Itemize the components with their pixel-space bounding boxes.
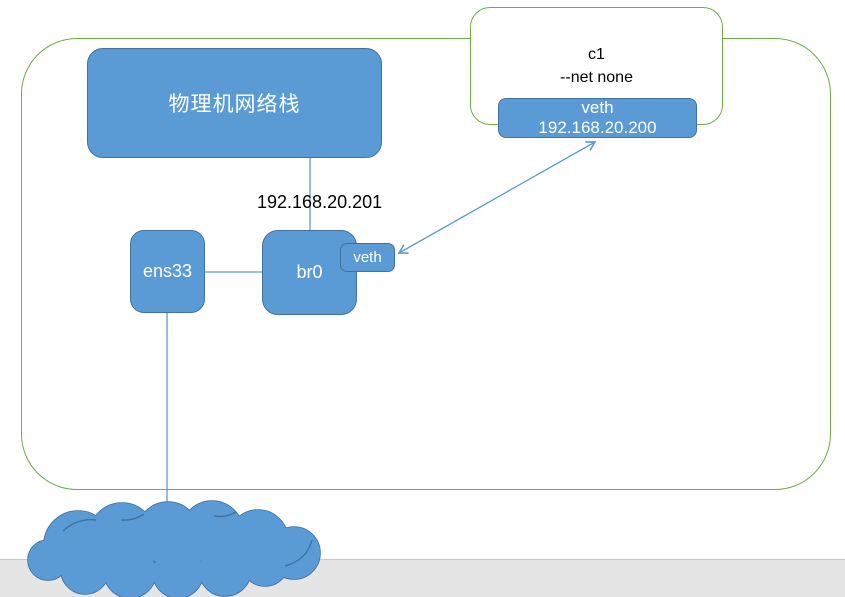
label-br0-ip: 192.168.20.201 xyxy=(257,192,383,212)
node-br0: br0 xyxy=(262,230,357,315)
container-veth-name: veth xyxy=(581,98,614,117)
node-container-veth: veth 192.168.20.200 xyxy=(498,98,697,138)
node-host-stack: 物理机网络栈 xyxy=(87,48,382,158)
node-ens33: ens33 xyxy=(130,230,205,313)
cloud-detail-arcs xyxy=(62,511,313,567)
node-ens33-label: ens33 xyxy=(142,261,193,281)
container-name: c1 xyxy=(588,46,605,63)
container-net-option: --net none xyxy=(560,69,633,86)
host-boundary xyxy=(21,38,831,490)
node-br0-veth-label: veth xyxy=(353,249,382,266)
node-br0-label: br0 xyxy=(296,262,323,282)
container-veth-ip: 192.168.20.200 xyxy=(538,118,657,137)
footer-bar xyxy=(0,559,845,597)
node-br0-veth: veth xyxy=(340,243,395,272)
node-host-stack-label: 物理机网络栈 xyxy=(168,93,301,116)
